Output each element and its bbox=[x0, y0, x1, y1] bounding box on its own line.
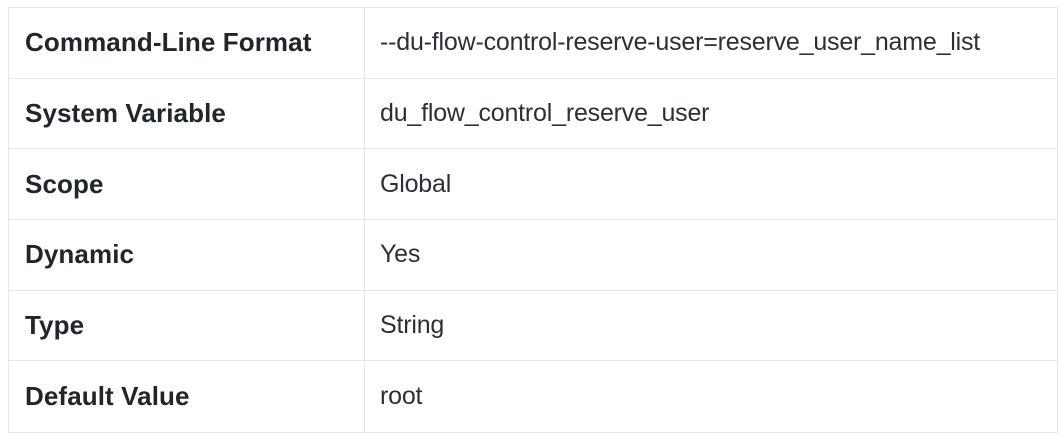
property-value: Yes bbox=[380, 240, 421, 269]
table-row: Default Value root bbox=[9, 361, 1057, 432]
property-label: Dynamic bbox=[9, 219, 365, 290]
property-label: System Variable bbox=[9, 78, 365, 149]
property-label: Default Value bbox=[9, 361, 365, 432]
property-value: root bbox=[380, 382, 423, 411]
property-value: Global bbox=[380, 169, 452, 198]
property-value: du_flow_control_reserve_user bbox=[380, 98, 710, 127]
table-row: System Variable du_flow_control_reserve_… bbox=[9, 78, 1057, 150]
table-row: Type String bbox=[9, 290, 1057, 362]
table-row: Dynamic Yes bbox=[9, 219, 1057, 291]
table-row: Scope Global bbox=[9, 149, 1057, 220]
property-label: Scope bbox=[9, 149, 365, 219]
property-label: Command-Line Format bbox=[9, 8, 365, 78]
property-value: String bbox=[380, 310, 445, 339]
property-value: --du-flow-control-reserve-user=reserve_u… bbox=[380, 28, 981, 57]
property-label: Type bbox=[9, 290, 365, 361]
table-row: Command-Line Format --du-flow-control-re… bbox=[9, 8, 1057, 79]
variable-properties-table: Command-Line Format --du-flow-control-re… bbox=[8, 7, 1058, 433]
